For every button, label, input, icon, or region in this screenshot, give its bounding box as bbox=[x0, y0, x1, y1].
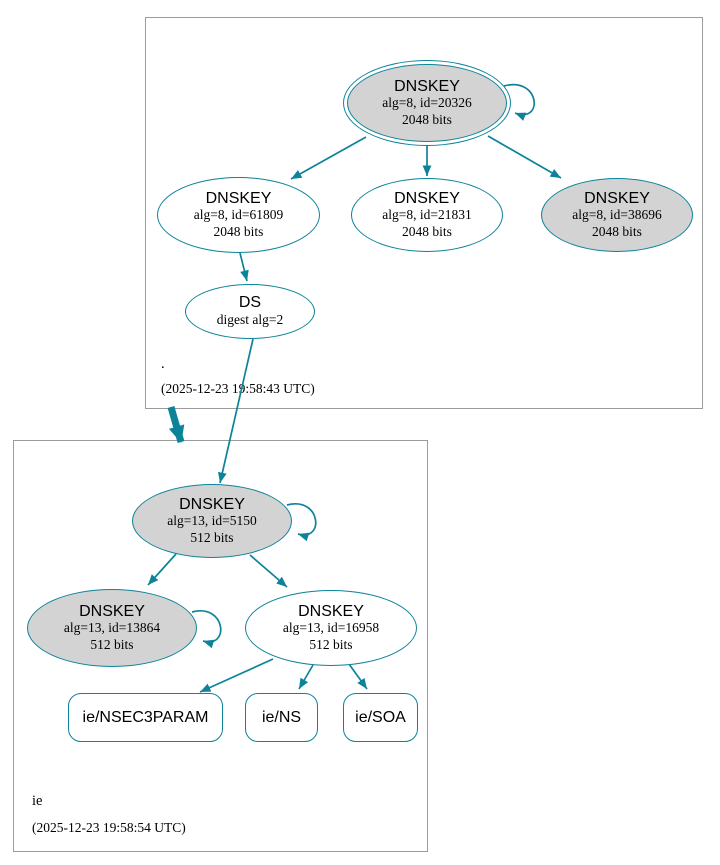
zone-timestamp-root: (2025-12-23 19:58:43 UTC) bbox=[161, 381, 315, 396]
node-title: DNSKEY bbox=[179, 495, 245, 513]
node-dnskey-21831[interactable]: DNSKEY alg=8, id=21831 2048 bits bbox=[351, 178, 503, 252]
delegation-arrow-root-to-ie bbox=[167, 406, 185, 443]
node-title: DNSKEY bbox=[79, 602, 145, 620]
zone-label-root: . bbox=[161, 356, 165, 372]
node-detail: alg=13, id=5150 bbox=[167, 513, 257, 529]
node-title: DS bbox=[238, 294, 262, 312]
rrset-label: ie/SOA bbox=[355, 708, 406, 726]
node-dnskey-20326[interactable]: DNSKEY alg=8, id=20326 2048 bits bbox=[343, 60, 511, 146]
node-bits: 2048 bits bbox=[402, 111, 452, 127]
node-dnskey-16958[interactable]: DNSKEY alg=13, id=16958 512 bits bbox=[245, 590, 417, 666]
node-title: DNSKEY bbox=[584, 189, 650, 207]
node-detail: alg=8, id=61809 bbox=[193, 207, 284, 223]
node-bits: 2048 bits bbox=[402, 223, 452, 239]
node-detail: alg=13, id=13864 bbox=[63, 620, 161, 636]
node-bits: 512 bits bbox=[309, 636, 353, 652]
node-dnskey-61809[interactable]: DNSKEY alg=8, id=61809 2048 bits bbox=[157, 177, 320, 253]
node-title: DNSKEY bbox=[394, 189, 460, 207]
node-bits: 2048 bits bbox=[592, 223, 642, 239]
node-bits: 512 bits bbox=[90, 636, 134, 652]
node-dnskey-5150[interactable]: DNSKEY alg=13, id=5150 512 bits bbox=[132, 484, 292, 558]
rrset-label: ie/NSEC3PARAM bbox=[82, 708, 209, 726]
node-dnskey-38696[interactable]: DNSKEY alg=8, id=38696 2048 bits bbox=[541, 178, 693, 252]
sep-ksk-ring bbox=[347, 64, 507, 142]
rrset-label: ie/NS bbox=[261, 708, 302, 726]
zone-timestamp-ie: (2025-12-23 19:58:54 UTC) bbox=[32, 820, 186, 835]
node-title: DNSKEY bbox=[394, 77, 460, 95]
node-title: DNSKEY bbox=[205, 189, 272, 207]
rrset-ie-ns[interactable]: ie/NS bbox=[245, 693, 318, 742]
node-ds[interactable]: DS digest alg=2 bbox=[185, 284, 315, 339]
node-bits: 2048 bits bbox=[213, 223, 264, 239]
node-detail: digest alg=2 bbox=[216, 312, 284, 328]
zone-label-ie: ie bbox=[32, 793, 43, 809]
node-detail: alg=8, id=21831 bbox=[382, 207, 472, 223]
node-dnskey-13864[interactable]: DNSKEY alg=13, id=13864 512 bits bbox=[27, 589, 197, 667]
node-bits: 512 bits bbox=[190, 529, 234, 545]
rrset-ie-soa[interactable]: ie/SOA bbox=[343, 693, 418, 742]
rrset-ie-nsec3param[interactable]: ie/NSEC3PARAM bbox=[68, 693, 223, 742]
node-detail: alg=13, id=16958 bbox=[282, 620, 380, 636]
node-detail: alg=8, id=38696 bbox=[572, 207, 662, 223]
node-detail: alg=8, id=20326 bbox=[382, 95, 472, 111]
node-title: DNSKEY bbox=[298, 602, 364, 620]
